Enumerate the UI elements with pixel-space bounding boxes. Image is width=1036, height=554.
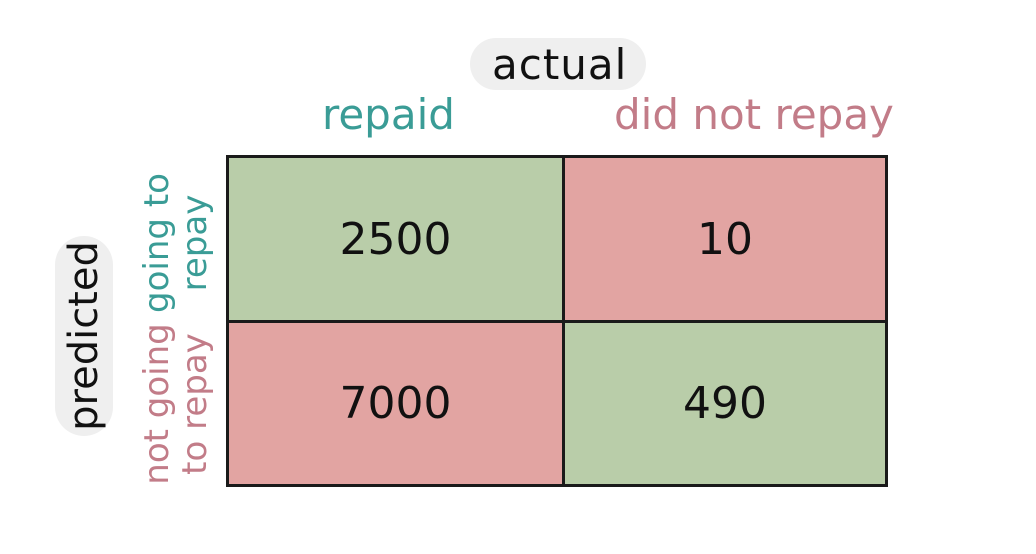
cell-predicted-not-repay-actual-not-repaid: 490: [565, 323, 885, 484]
predicted-title-background: [55, 236, 113, 436]
confusion-matrix: 2500 10 7000 490: [226, 155, 888, 487]
column-label-did-not-repay: did not repay: [614, 90, 894, 139]
cell-predicted-repay-actual-not-repaid: 10: [565, 158, 885, 323]
row-label-going-to-repay: going to repay: [137, 173, 215, 313]
cell-predicted-not-repay-actual-repaid: 7000: [229, 323, 565, 484]
column-label-repaid: repaid: [322, 90, 455, 139]
actual-axis-title: actual: [492, 40, 628, 89]
predicted-axis-title: predicted: [61, 241, 107, 431]
row-label-not-going-to-repay: not going to repay: [137, 323, 215, 485]
actual-title-background: [470, 38, 646, 90]
cell-predicted-repay-actual-repaid: 2500: [229, 158, 565, 323]
